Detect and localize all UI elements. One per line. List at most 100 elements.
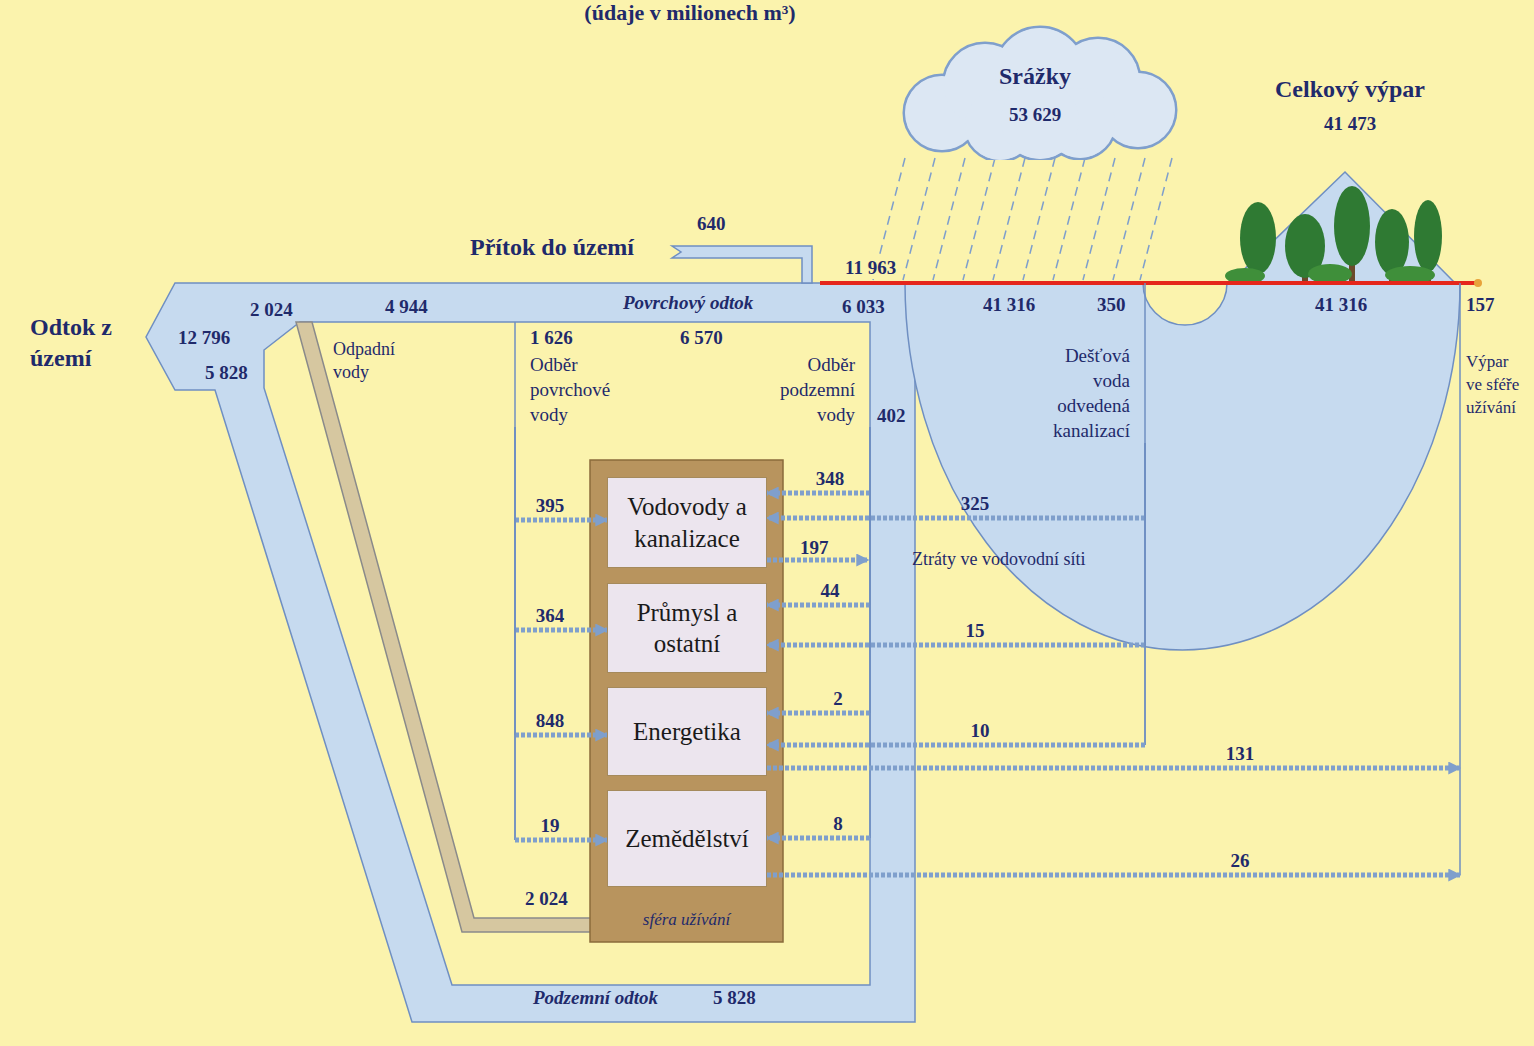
evaporation-heading: Celkový výpar 41 473 [1245, 76, 1455, 135]
flow-arrow-line [767, 836, 870, 841]
ground-line [820, 281, 1475, 285]
rain-line [1083, 158, 1115, 280]
rain-line [1053, 158, 1085, 280]
flow-label: 4 944 [385, 296, 428, 318]
node-text: 41 473 [1245, 113, 1455, 135]
node-text: Zemědělství [625, 823, 749, 854]
cloud-outline [880, 25, 1190, 160]
flow-value: 848 [536, 710, 565, 732]
flow-arrow [767, 427, 870, 713]
flow-label: Podzemní odtok [533, 987, 658, 1009]
flow-label: Odpadní vody [333, 338, 415, 385]
flow-value: 325 [961, 493, 990, 515]
flow-label: 197 [800, 537, 829, 559]
usage-sphere-frame [590, 460, 783, 942]
storm-water-channel: Dešťová voda odvedená kanalizací [1035, 343, 1145, 443]
flow-arrow [515, 427, 607, 735]
flow-arrow [767, 443, 1145, 745]
flow-label: 350 [1097, 294, 1126, 316]
flow-value: 10 [971, 720, 990, 742]
flow-arrow-line [767, 743, 1145, 748]
rain-line [993, 158, 1025, 280]
surface-withdrawal-channel: Odběr povrchové vody [515, 352, 635, 427]
infiltration-basin [905, 283, 1460, 650]
flow-arrow-line [515, 518, 607, 523]
flow-arrow [515, 427, 607, 520]
storm-water-line [1144, 283, 1146, 745]
flow-value: 15 [966, 620, 985, 642]
network-loss-arrow [767, 558, 868, 563]
flow-label: 6 033 [842, 296, 885, 318]
node-text: Odběr povrchové vody [530, 352, 635, 427]
basin-notch [1143, 283, 1227, 325]
flow-label: 12 796 [178, 327, 230, 349]
use-evaporation-channel: Výpar ve sféře užívání [1460, 350, 1526, 890]
sector-box: Vodovody a kanalizace [607, 477, 767, 568]
inflow-arrow [672, 246, 812, 283]
flow-value: 131 [1226, 743, 1255, 765]
rain-line [963, 158, 995, 280]
flow-arrow [515, 427, 607, 840]
groundwater-withdrawal-channel: Odběr podzemní vody [755, 352, 870, 427]
sector-box: Průmysl a ostatní [607, 583, 767, 673]
tree-crown [1414, 200, 1442, 272]
surface-withdrawal-line [514, 322, 516, 840]
flow-value: 364 [536, 605, 565, 627]
node-text: Vodovody a kanalizace [614, 491, 760, 554]
evaporation-hill [1230, 172, 1455, 283]
tree-crown [1375, 209, 1409, 275]
flow-arrow-line [515, 733, 607, 738]
flow-arrow [767, 427, 870, 493]
flow-value: 395 [536, 495, 565, 517]
flow-value: 2 [833, 688, 843, 710]
sector-box: Energetika [607, 687, 767, 776]
flow-label: 1 626 [530, 327, 573, 349]
flow-label: 157 [1466, 294, 1495, 316]
flow-arrow-stem [869, 427, 871, 838]
runoff-band [146, 283, 915, 1022]
flow-arrow [767, 875, 1460, 876]
flow-arrow-line [767, 643, 1145, 648]
rain-line [1023, 158, 1055, 280]
flow-value: 8 [833, 813, 843, 835]
flow-label: 5 828 [205, 362, 248, 384]
rain-line [933, 158, 965, 280]
flow-arrow-line [767, 603, 870, 608]
node-text: Srážky [999, 63, 1071, 90]
flow-label: Ztráty ve vodovodní síti [912, 549, 1085, 570]
usage-sphere-box: sféra užívání Vodovody a kanalizacePrůmys… [590, 460, 783, 942]
flow-label: 2 024 [250, 299, 293, 321]
tree-crown [1240, 202, 1276, 274]
flow-label: 2 024 [525, 888, 568, 910]
flow-arrow [767, 443, 1145, 518]
flow-label: Přítok do území [470, 234, 634, 262]
flow-label: 41 316 [983, 294, 1035, 316]
use-evaporation-line [1459, 283, 1461, 875]
node-text: Průmysl a ostatní [614, 597, 760, 660]
flow-arrow [767, 427, 870, 838]
node-text: sféra užívání [590, 910, 783, 930]
flow-arrow [767, 768, 1460, 769]
flow-arrow-line [767, 873, 1460, 878]
flow-label: 6 570 [680, 327, 723, 349]
precipitation-cloud: Srážky53 629 [880, 25, 1190, 160]
flow-arrow [515, 427, 607, 630]
flow-label: 11 963 [843, 257, 898, 279]
flow-label: 5 828 [713, 987, 756, 1009]
inner-ground [264, 322, 870, 985]
rain-line [903, 158, 935, 280]
flow-value: 26 [1231, 850, 1250, 872]
ground-line-end [1474, 279, 1482, 287]
node-text: Energetika [633, 716, 741, 747]
flow-arrow-line [767, 491, 870, 496]
node-text: Celkový výpar [1245, 76, 1455, 103]
diagram-title: (údaje v milionech m³) [440, 0, 940, 26]
node-text: Výpar ve sféře užívání [1466, 350, 1526, 419]
flow-label: 402 [877, 405, 906, 427]
flow-value: 44 [821, 580, 840, 602]
flow-value: 348 [816, 468, 845, 490]
flow-arrow [767, 443, 1145, 645]
